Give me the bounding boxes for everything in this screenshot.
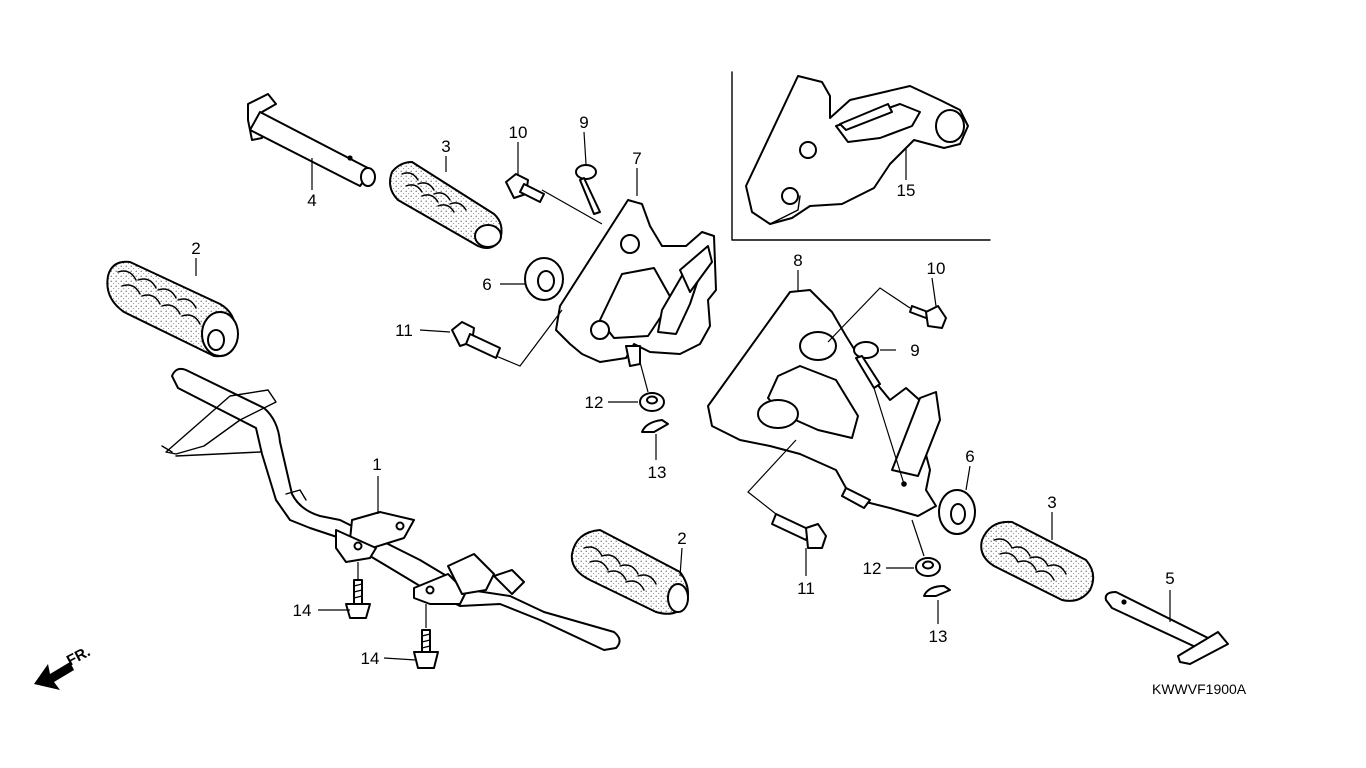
callout-8: 8 [793, 251, 802, 270]
part-5-pin[interactable] [1104, 591, 1229, 665]
callout-6-right: 6 [965, 447, 974, 466]
part-14-bolt-upper[interactable] [345, 579, 371, 619]
callout-9-top: 9 [579, 113, 588, 132]
part-12-nut-right[interactable] [915, 557, 941, 577]
part-13-cotter-right[interactable] [923, 585, 951, 597]
part-10-bolt-top[interactable] [505, 173, 545, 203]
callout-10-top: 10 [509, 123, 528, 142]
part-8-bracket-right[interactable] [707, 289, 941, 517]
part-7-bracket-left[interactable] [555, 199, 717, 367]
callout-14-upper: 14 [293, 601, 312, 620]
callout-7: 7 [632, 149, 641, 168]
part-9-pin-top[interactable] [575, 164, 601, 215]
part-4-pin[interactable] [247, 93, 376, 187]
callout-labels: 4 3 10 9 7 15 2 6 11 8 10 9 12 13 1 6 3 … [191, 113, 1174, 668]
part-6-washer-top[interactable] [524, 257, 564, 301]
callout-13-right: 13 [929, 627, 948, 646]
callout-15: 15 [897, 181, 916, 200]
callout-11-top: 11 [395, 321, 413, 340]
callout-13-top: 13 [648, 463, 667, 482]
callout-2-lower: 2 [677, 529, 686, 548]
part-12-nut-top[interactable] [639, 392, 665, 412]
part-9-pin-right[interactable] [853, 341, 881, 389]
part-2-rubber-lower[interactable] [570, 529, 689, 615]
diagram-code: KWWVF1900A [1152, 681, 1247, 697]
part-2-rubber-left[interactable] [106, 260, 239, 358]
callout-14-lower: 14 [361, 649, 380, 668]
part-1-step-bar[interactable] [161, 367, 621, 651]
callout-1: 1 [372, 455, 381, 474]
part-15-bracket[interactable] [745, 75, 969, 225]
callout-12-top: 12 [585, 393, 604, 412]
part-3-rubber-top[interactable] [389, 161, 503, 249]
callout-9-right: 9 [910, 341, 919, 360]
part-11-bolt-top[interactable] [451, 321, 501, 359]
callout-12-right: 12 [863, 559, 882, 578]
part-13-cotter-top[interactable] [641, 419, 669, 433]
front-direction-arrow: FR. [34, 643, 93, 690]
part-10-bolt-right[interactable] [909, 305, 947, 329]
callout-3-right: 3 [1047, 493, 1056, 512]
callout-6-top: 6 [482, 275, 491, 294]
callout-11-right: 11 [797, 579, 815, 598]
part-11-bolt-right[interactable] [771, 513, 827, 549]
part-6-washer-right[interactable] [938, 489, 976, 535]
callout-3-top: 3 [441, 137, 450, 156]
callout-4: 4 [307, 191, 316, 210]
leader-lines [195, 131, 1171, 661]
inset-frame [731, 71, 991, 241]
part-14-bolt-lower[interactable] [413, 629, 439, 669]
callout-10-right: 10 [927, 259, 946, 278]
callout-5: 5 [1165, 569, 1174, 588]
part-3-rubber-right[interactable] [980, 520, 1095, 602]
callout-2-left: 2 [191, 239, 200, 258]
